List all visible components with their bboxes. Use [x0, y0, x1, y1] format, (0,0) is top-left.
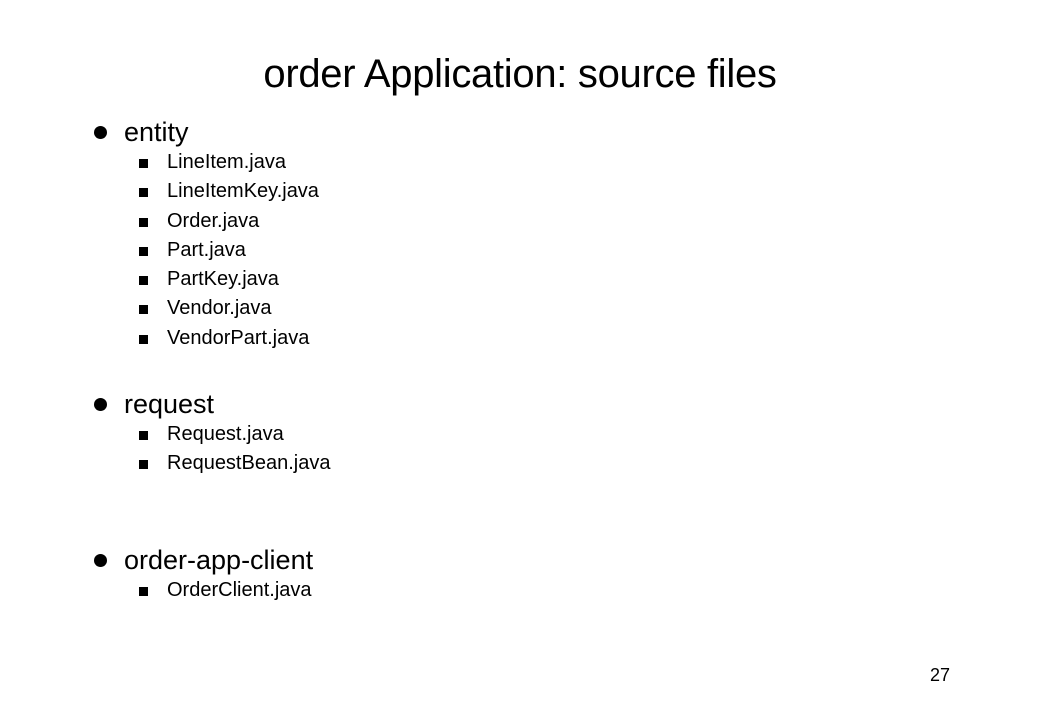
bullet-square-icon	[139, 460, 148, 470]
bullet-square-icon	[139, 246, 148, 256]
bullet-square-icon	[139, 159, 148, 168]
bullet-dot-icon	[94, 398, 107, 411]
file-name: LineItem.java	[167, 151, 286, 173]
bullet-square-icon	[139, 276, 148, 286]
file-name: RequestBean.java	[167, 452, 331, 475]
bullet-square-icon	[139, 587, 148, 596]
bullet-square-icon	[139, 217, 148, 227]
bullet-dot-icon	[94, 126, 107, 139]
file-name: Order.java	[167, 209, 260, 232]
page-number: 27	[929, 665, 950, 685]
file-name: VendorPart.java	[167, 326, 310, 349]
file-name: Part.java	[167, 238, 246, 261]
bullet-dot-icon	[94, 554, 107, 567]
bullet-square-icon	[139, 334, 148, 344]
section-heading-label: entity	[124, 117, 189, 147]
section-heading-label: order-app-client	[124, 545, 314, 575]
bullet-square-icon	[139, 431, 148, 440]
file-name: Request.java	[167, 423, 284, 445]
file-name: OrderClient.java	[167, 579, 312, 601]
file-name: Vendor.java	[167, 297, 272, 320]
file-name: LineItemKey.java	[167, 180, 319, 203]
section-heading-label: request	[124, 389, 215, 419]
slide-title: order Application: source files	[263, 52, 777, 96]
bullet-square-icon	[139, 305, 148, 315]
bullet-square-icon	[139, 188, 148, 198]
file-name: PartKey.java	[167, 268, 279, 291]
